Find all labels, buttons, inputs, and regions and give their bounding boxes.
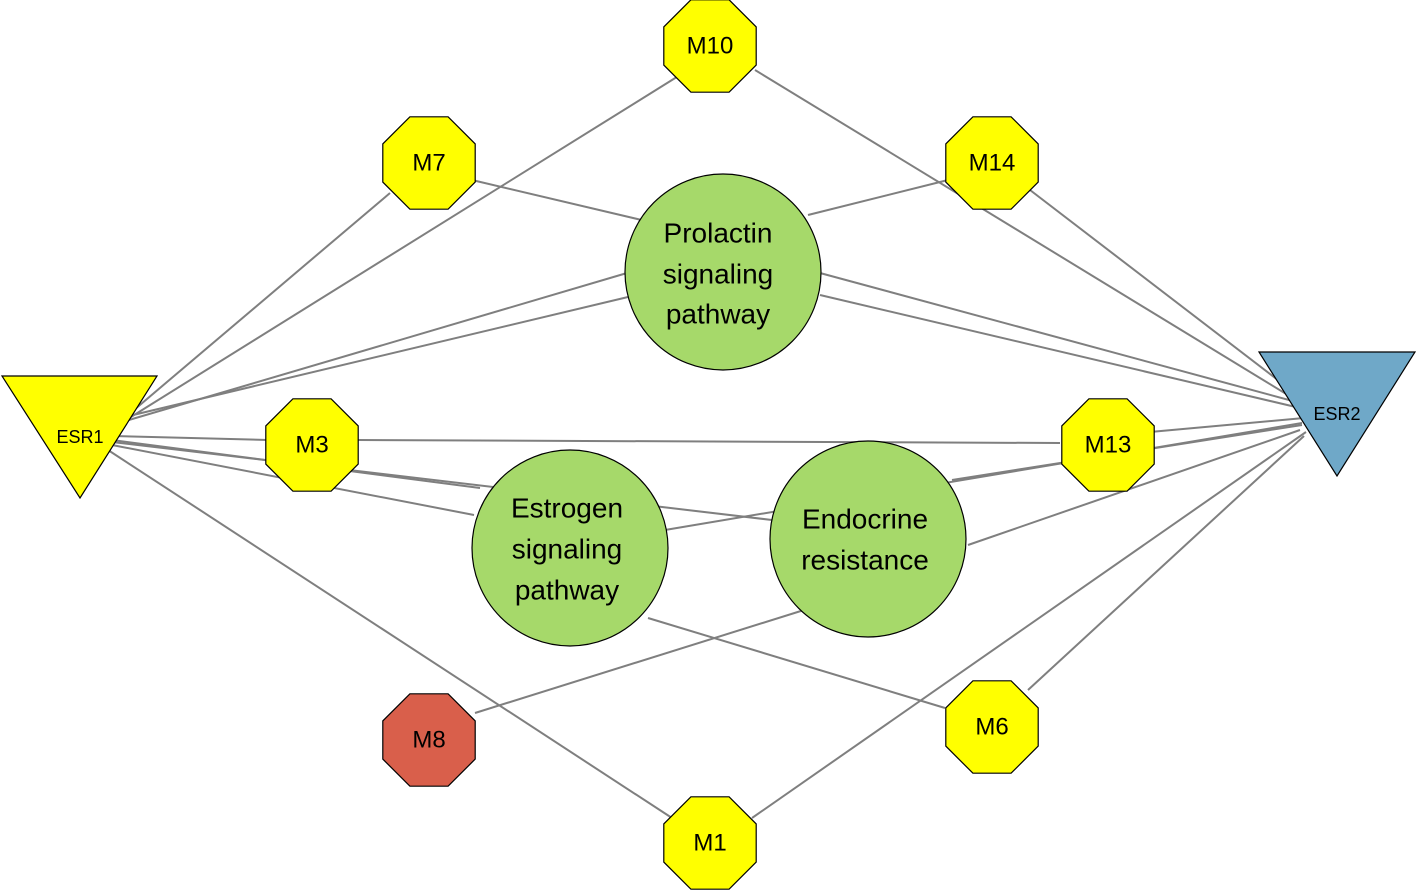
m14-label: M14 [969, 150, 1016, 177]
node-m14[interactable]: M14 [945, 116, 1039, 210]
m6-label: M6 [975, 714, 1008, 741]
edge-estrogen-m6 [647, 617, 946, 709]
esr2-label: ESR2 [1313, 404, 1360, 424]
edge-prolactin-esr2 [819, 272, 1301, 404]
m3-octagon-shape [265, 398, 359, 492]
edge-esr1-m1 [107, 449, 673, 819]
m13-octagon-shape [1061, 398, 1155, 492]
m10-octagon-shape [663, 0, 757, 93]
edge-prolactin-esr2 [819, 294, 1301, 409]
edge-m13-esr2 [1149, 417, 1305, 433]
node-m8[interactable]: M8 [382, 693, 476, 787]
endocrine-label-line-1: Endocrine [802, 504, 928, 535]
edge-endocrine-esr2 [967, 429, 1301, 546]
node-m1[interactable]: M1 [663, 796, 757, 890]
node-m10[interactable]: M10 [663, 0, 757, 93]
estrogen-label-line-1: Estrogen [511, 493, 623, 524]
prolactin-label-line-1: Prolactin [664, 218, 773, 249]
node-m3[interactable]: M3 [265, 398, 359, 492]
node-endocrine[interactable]: Endocrine resistance [769, 440, 967, 638]
edge-m6-esr2 [1027, 435, 1305, 691]
node-prolactin[interactable]: Prolactin signaling pathway [624, 173, 822, 371]
m14-octagon-shape [945, 116, 1039, 210]
edge-m7-prolactin [471, 179, 651, 223]
edge-m3-m13 [357, 439, 1061, 444]
prolactin-circle-shape [624, 173, 822, 371]
node-estrogen[interactable]: Estrogen signaling pathway [471, 449, 669, 647]
endocrine-label-line-2: resistance [801, 545, 929, 576]
m6-octagon-shape [945, 680, 1039, 774]
esr2-triangle-shape [1257, 351, 1417, 478]
edge-esr1-endocrine [111, 441, 773, 521]
endocrine-circle-shape [769, 440, 967, 638]
m8-label: M8 [412, 727, 445, 754]
m10-label: M10 [687, 33, 734, 60]
estrogen-circle-shape [471, 449, 669, 647]
m3-label: M3 [295, 432, 328, 459]
edge-esr1-m10 [109, 74, 681, 431]
node-esr2[interactable]: ESR2 [1257, 351, 1417, 478]
edge-m14-prolactin [807, 179, 949, 216]
m1-label: M1 [693, 830, 726, 857]
edge-m14-esr2 [1029, 189, 1301, 398]
edges-layer [107, 69, 1307, 819]
estrogen-label-line-2: signaling [512, 534, 623, 565]
node-m7[interactable]: M7 [382, 116, 476, 210]
edge-esr1-m3 [111, 435, 269, 441]
node-m6[interactable]: M6 [945, 680, 1039, 774]
esr1-label: ESR1 [56, 427, 103, 447]
m7-octagon-shape [382, 116, 476, 210]
edge-esr1-m7 [107, 192, 391, 433]
m7-label: M7 [412, 150, 445, 177]
prolactin-label-line-2: signaling [663, 259, 774, 290]
edge-m10-esr2 [754, 69, 1297, 401]
edge-m1-esr2 [751, 431, 1307, 819]
edge-esr1-prolactin [111, 296, 629, 421]
node-esr1[interactable]: ESR1 [0, 375, 159, 500]
estrogen-label-line-3: pathway [515, 575, 619, 606]
node-m13[interactable]: M13 [1061, 398, 1155, 492]
edge-m8-endocrine [474, 604, 821, 714]
m13-label: M13 [1085, 432, 1132, 459]
m8-octagon-shape [382, 693, 476, 787]
prolactin-label-line-3: pathway [666, 299, 770, 330]
m1-octagon-shape [663, 796, 757, 890]
esr1-triangle-shape [0, 375, 159, 500]
